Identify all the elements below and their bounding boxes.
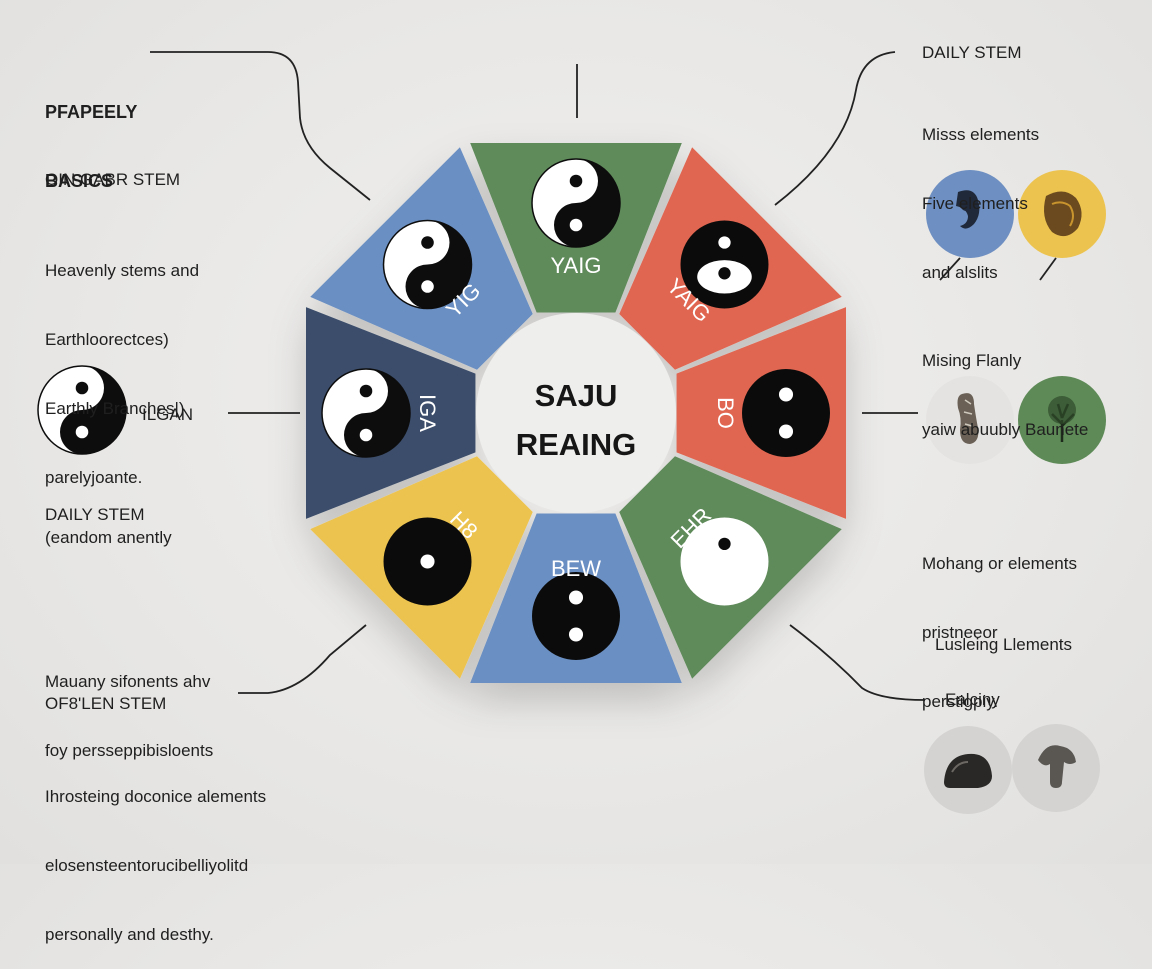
section4-line2: elosensteentorucibelliyolitd: [45, 856, 249, 875]
right-body3: Mohang or elements pristneeor perstigpiy…: [922, 506, 1077, 736]
dolphin-icon: [926, 170, 1014, 258]
fruit-icon: [1018, 170, 1106, 258]
section3-line2: foy persseppibisloents: [45, 741, 214, 760]
yin-yang-label: ILGAN: [142, 405, 194, 424]
section3-line1: Mauany sifonents ahv: [45, 672, 211, 691]
connector-top-left: [150, 51, 371, 201]
section1-line3: Earthly Branches|): [45, 399, 185, 418]
segment-symbol-top-left-blue: [382, 219, 473, 310]
segment-symbol-bottom-right-green: [680, 517, 769, 606]
left-title-line2: BASICS: [45, 171, 114, 191]
section1-line2: Earthloorectces): [45, 330, 169, 349]
left-yin-yang-icon: [37, 365, 127, 455]
right-body1-line1: Misss elements: [922, 125, 1040, 144]
tree-icon: [1018, 376, 1106, 464]
wheel-symbols: [321, 158, 830, 660]
section3-body: Mauany sifonents ahv foy persseppibisloe…: [45, 624, 213, 785]
segment-symbol-bottom-blue: [532, 572, 620, 660]
section1-body: Heavenly stems and Earthloorectces) Eart…: [45, 213, 199, 512]
section4-body: Ihrosteing doconice alements elosensteen…: [45, 739, 266, 969]
center-hub: SAJU REAING: [476, 313, 676, 513]
section1-line1: Heavenly stems and: [45, 261, 200, 280]
right-body3-line1: Mohang or elements: [922, 554, 1077, 573]
connector-top-right: [774, 51, 896, 206]
section4-line1: Ihrosteing doconice alements: [45, 787, 267, 806]
connector-swatch-2: [1039, 257, 1057, 281]
section4-heading: OF8'LEN STEM: [45, 694, 167, 713]
segment-label-top-green: YAIG: [551, 253, 602, 278]
left-title-line1: PFAPEELY: [45, 102, 138, 122]
right-body1-line2: Five elements: [922, 194, 1028, 213]
segment-symbol-right-red: [742, 369, 830, 457]
right-body5: Ealciny: [945, 690, 1000, 709]
root-icon: [926, 376, 1014, 464]
segment-label-bottom-blue: BEW: [551, 556, 601, 581]
right-body4: Lusleing Llements: [935, 635, 1073, 654]
segment-label-right-red: BO: [713, 397, 738, 429]
right-body2: Mising Flanly yaiw abuubly Baunete: [922, 303, 1088, 464]
left-title: PFAPEELY BASICS: [45, 55, 245, 216]
center-title-line1: SAJU: [535, 378, 618, 413]
right-body1-line3: and alslits: [922, 263, 998, 282]
section2-body: (eandom anently: [45, 528, 172, 547]
connector-bottom-right: [789, 624, 926, 701]
center-title-line2: REAING: [516, 427, 637, 462]
section2-heading: DAILY STEM: [45, 505, 145, 524]
right-body2-line1: Mising Flanly: [922, 351, 1022, 370]
right-body3-line2: pristneeor: [922, 623, 998, 642]
segment-symbol-left-navy: [321, 368, 411, 458]
segment-symbol-top-green: [531, 158, 621, 248]
section1-heading: OIN GABR STEM: [45, 170, 181, 189]
connector-swatch-1: [939, 257, 961, 281]
segment-symbol-bottom-left-yellow: [383, 517, 472, 606]
yin-yang-icon: [37, 365, 127, 455]
stone-icon: [924, 726, 1012, 814]
right-body1: Misss elements Five elements and alslits: [922, 77, 1039, 307]
section1-line4: parelyjoante.: [45, 468, 143, 487]
mushroom-icon: [1012, 724, 1100, 812]
right-body3-line3: perstigpiy.: [922, 692, 999, 711]
section4-line3: personally and desthy.: [45, 925, 214, 944]
connector-bottom-left: [238, 624, 367, 694]
connector-lines: [150, 51, 1057, 701]
right-heading: DAILY STEM: [922, 43, 1022, 62]
segment-symbol-top-right-red: [680, 220, 769, 309]
segment-label-left-navy: IGA: [415, 394, 440, 432]
right-body2-line2: yaiw abuubly Baunete: [922, 420, 1089, 439]
element-swatches: [924, 170, 1106, 814]
